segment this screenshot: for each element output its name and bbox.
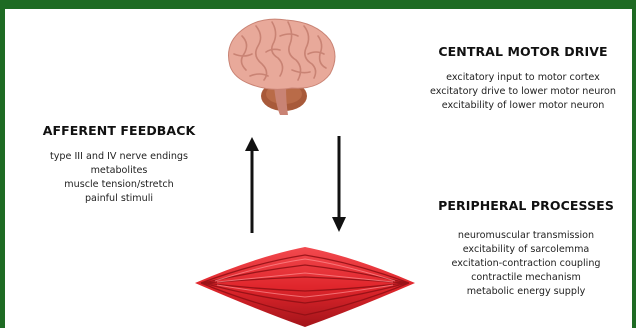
afferent-line: muscle tension/stretch bbox=[5, 178, 233, 192]
afferent-line: painful stimuli bbox=[5, 192, 233, 206]
central-line: excitatory input to motor cortex bbox=[403, 71, 632, 85]
diagram-panel: CENTRAL MOTOR DRIVE excitatory input to … bbox=[5, 9, 632, 328]
arrow-down-icon bbox=[331, 135, 347, 233]
arrow-up-icon bbox=[244, 136, 260, 234]
central-motor-drive-block: CENTRAL MOTOR DRIVE excitatory input to … bbox=[403, 44, 632, 113]
brain-illustration bbox=[220, 14, 340, 118]
central-motor-drive-heading: CENTRAL MOTOR DRIVE bbox=[403, 44, 632, 59]
peripheral-line: contractile mechanism bbox=[413, 271, 632, 285]
afferent-feedback-block: AFFERENT FEEDBACK type III and IV nerve … bbox=[5, 123, 233, 206]
central-line: excitatory drive to lower motor neuron bbox=[403, 85, 632, 99]
peripheral-line: neuromuscular transmission bbox=[413, 229, 632, 243]
peripheral-line: metabolic energy supply bbox=[413, 285, 632, 299]
afferent-line: metabolites bbox=[5, 164, 233, 178]
central-line: excitability of lower motor neuron bbox=[403, 99, 632, 113]
peripheral-processes-heading: PERIPHERAL PROCESSES bbox=[413, 198, 632, 213]
peripheral-line: excitation-contraction coupling bbox=[413, 257, 632, 271]
afferent-line: type III and IV nerve endings bbox=[5, 150, 233, 164]
muscle-fiber-illustration bbox=[195, 237, 415, 328]
afferent-feedback-heading: AFFERENT FEEDBACK bbox=[5, 123, 233, 138]
peripheral-line: excitability of sarcolemma bbox=[413, 243, 632, 257]
peripheral-processes-block: PERIPHERAL PROCESSES neuromuscular trans… bbox=[413, 198, 632, 299]
